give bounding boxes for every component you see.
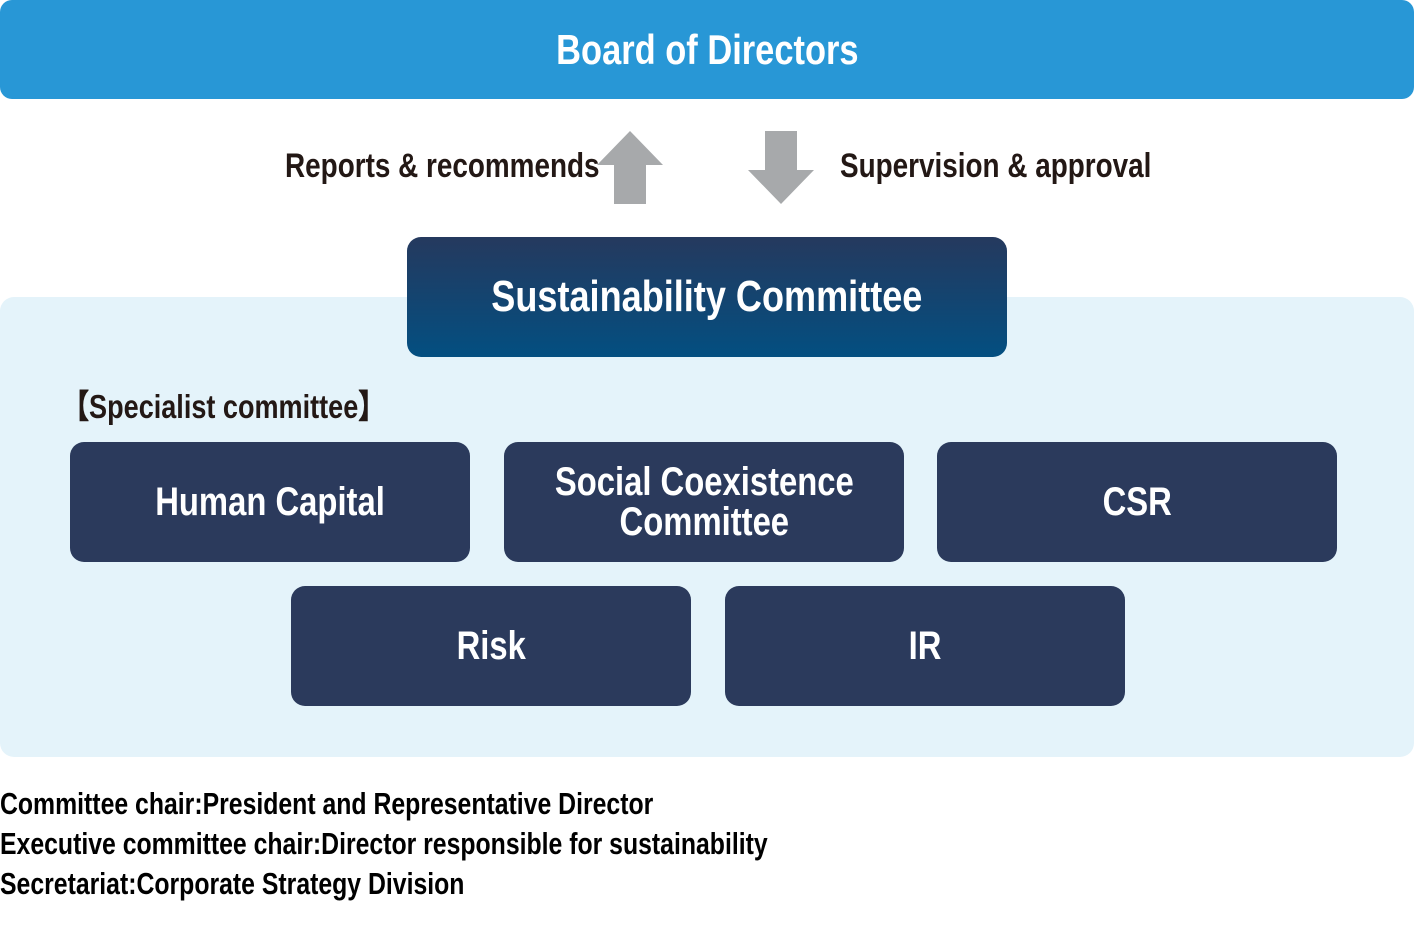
note-secretariat: Secretariat:Corporate Strategy Division [0,864,1000,904]
committee-human-capital: Human Capital [70,442,470,562]
committee-label: IR [908,624,942,668]
supervision-approval-text: Supervision & approval [840,146,1152,185]
arrow-down-icon [748,131,814,204]
board-of-directors-box: Board of Directors [0,0,1414,99]
committee-ir: IR [725,586,1125,706]
sustainability-committee-box: Sustainability Committee [407,237,1007,357]
reports-recommends-label: Reports & recommends [190,143,600,189]
committee-label: Social Coexistence Committee [555,462,854,542]
committee-label-line-1: Social Coexistence [554,460,854,504]
specialist-committee-heading: 【Specialist committee】 [62,383,456,425]
committee-risk: Risk [291,586,691,706]
committee-social-coexistence: Social Coexistence Committee [504,442,904,562]
note-text: Committee chair:President and Representa… [0,786,654,821]
arrow-up-icon [597,131,663,204]
note-text: Executive committee chair:Director respo… [0,826,768,861]
notes-block: Committee chair:President and Representa… [0,784,1000,904]
committee-label: Human Capital [155,480,385,524]
note-executive-committee-chair: Executive committee chair:Director respo… [0,824,1000,864]
committee-label: Risk [456,624,526,668]
committee-label-line-2: Committee [619,500,789,544]
board-of-directors-title: Board of Directors [555,25,859,73]
note-committee-chair: Committee chair:President and Representa… [0,784,1000,824]
note-text: Secretariat:Corporate Strategy Division [0,866,465,901]
specialist-committee-heading-text: 【Specialist committee】 [62,388,386,425]
supervision-approval-label: Supervision & approval [840,143,1260,189]
reports-recommends-text: Reports & recommends [285,146,600,185]
sustainability-committee-title: Sustainability Committee [491,272,923,321]
committee-csr: CSR [937,442,1337,562]
committee-label: CSR [1102,480,1172,524]
